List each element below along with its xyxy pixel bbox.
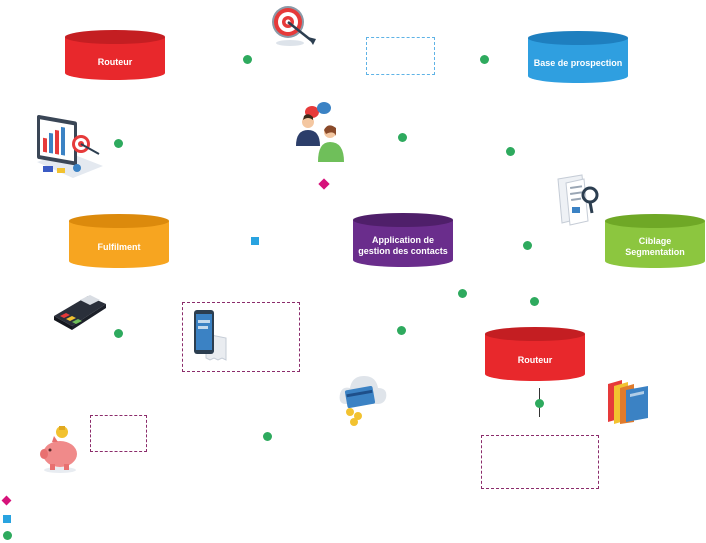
dashed-box-blue-top	[366, 37, 435, 75]
green-dot[interactable]	[114, 329, 123, 338]
dashed-box-purple-bottom	[481, 435, 599, 489]
app-contacts-label: Application de gestion des contacts	[358, 235, 448, 256]
routeur-top-shape	[65, 30, 165, 80]
base-prospection-node[interactable]: Base de prospection	[527, 30, 629, 84]
legend-dot	[3, 531, 12, 540]
green-dot[interactable]	[398, 133, 407, 142]
ciblage-node[interactable]: Ciblage Segmentation	[604, 213, 706, 269]
app-contacts-shape	[353, 213, 453, 267]
routeur-bottom-shape	[485, 327, 585, 381]
analytics-dashboard-icon	[37, 115, 103, 178]
legend-square	[3, 515, 11, 523]
green-dot[interactable]	[523, 241, 532, 250]
green-dot[interactable]	[458, 289, 467, 298]
mobile-receipt-icon	[194, 310, 227, 361]
ciblage-label: Ciblage Segmentation	[625, 236, 685, 257]
diamond-marker[interactable]	[318, 178, 330, 190]
base-prospection-label: Base de prospection	[533, 58, 623, 68]
dashed-box-purple-small	[90, 415, 147, 452]
piggy-bank-icon	[40, 426, 77, 473]
routeur-bottom-label: Routeur	[517, 355, 553, 365]
green-dot[interactable]	[243, 55, 252, 64]
green-dot[interactable]	[263, 432, 272, 441]
green-dot[interactable]	[506, 147, 515, 156]
people-chat-icon	[296, 102, 344, 162]
dashed-box-purple-middle	[182, 302, 300, 372]
square-marker[interactable]	[251, 237, 259, 245]
ciblage-shape	[605, 214, 705, 268]
legend-diamond	[1, 495, 12, 506]
document-search-icon	[557, 174, 599, 226]
target-icon	[272, 6, 316, 46]
fulfilment-label: Fulfilment	[97, 242, 141, 252]
green-dot[interactable]	[114, 139, 123, 148]
base-prospection-shape	[528, 31, 628, 83]
cloud-card-icon	[339, 376, 387, 426]
routeur-top-node[interactable]: Routeur	[64, 29, 166, 81]
fulfilment-node[interactable]: Fulfilment	[68, 213, 170, 269]
fulfilment-shape	[69, 214, 169, 268]
green-dot[interactable]	[397, 326, 406, 335]
routeur-bottom-node[interactable]: Routeur	[484, 326, 586, 382]
green-dot[interactable]	[480, 55, 489, 64]
routeur-top-label: Routeur	[97, 57, 133, 67]
payment-terminal-icon	[54, 295, 106, 330]
app-contacts-node[interactable]: Application de gestion des contacts	[352, 212, 454, 268]
green-dot[interactable]	[535, 399, 544, 408]
folders-icon	[608, 380, 648, 424]
green-dot[interactable]	[530, 297, 539, 306]
